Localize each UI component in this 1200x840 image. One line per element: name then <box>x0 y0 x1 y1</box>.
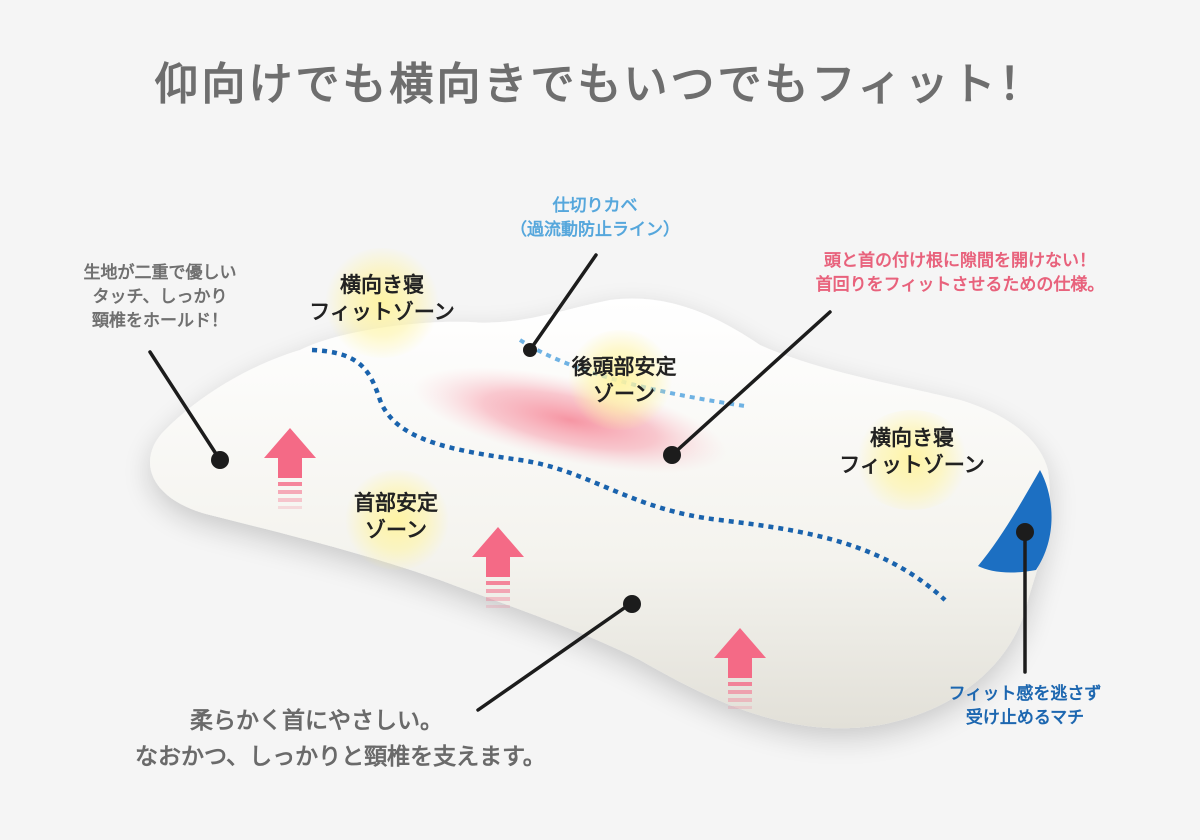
callout-neck-gap: 頭と首の付け根に隙間を開けない！ 首回りをフィットさせるための仕様。 <box>815 251 1105 295</box>
callout-gusset: フィット感を逃さず 受け止めるマチ <box>948 684 1102 728</box>
occipital-highlight <box>413 367 727 473</box>
callout-soft: 柔らかく首にやさしい。 なおかつ、しっかりと頸椎を支えます。 <box>135 708 546 770</box>
up-arrow-icon <box>264 428 316 509</box>
zone-occipital: 後頭部安定 ゾーン <box>571 355 677 407</box>
callout-dots <box>211 343 1034 613</box>
callout-fabric: 生地が二重で優しい タッチ、しっかり 頸椎をホールド！ <box>83 263 237 331</box>
callout-dot-icon <box>211 451 229 469</box>
zone-glow <box>852 410 972 510</box>
callout-partition-wall: 仕切りカベ （過流動防止ライン） <box>510 196 680 240</box>
leader-lines <box>148 253 1027 712</box>
zone-side-left: 横向き寝 フィットゾーン <box>309 273 455 325</box>
zone-side-right: 横向き寝 フィットゾーン <box>839 426 985 478</box>
zone-neck: 首部安定 ゾーン <box>354 491 438 543</box>
gusset-panel <box>978 470 1052 573</box>
callout-dot-icon <box>523 343 537 357</box>
up-arrow-icon <box>714 628 766 709</box>
dotted-contour-line <box>311 347 947 602</box>
page-title: 仰向けでも横向きでもいつでもフィット！ <box>154 59 1046 110</box>
callout-dot-icon <box>1016 523 1034 541</box>
pillow-body <box>150 298 1050 729</box>
zone-glow <box>322 248 442 358</box>
zone-glow <box>342 470 452 570</box>
zone-glow <box>565 330 675 430</box>
up-arrow-icon <box>472 527 524 608</box>
callout-dot-icon <box>623 595 641 613</box>
callout-dot-icon <box>663 446 681 464</box>
